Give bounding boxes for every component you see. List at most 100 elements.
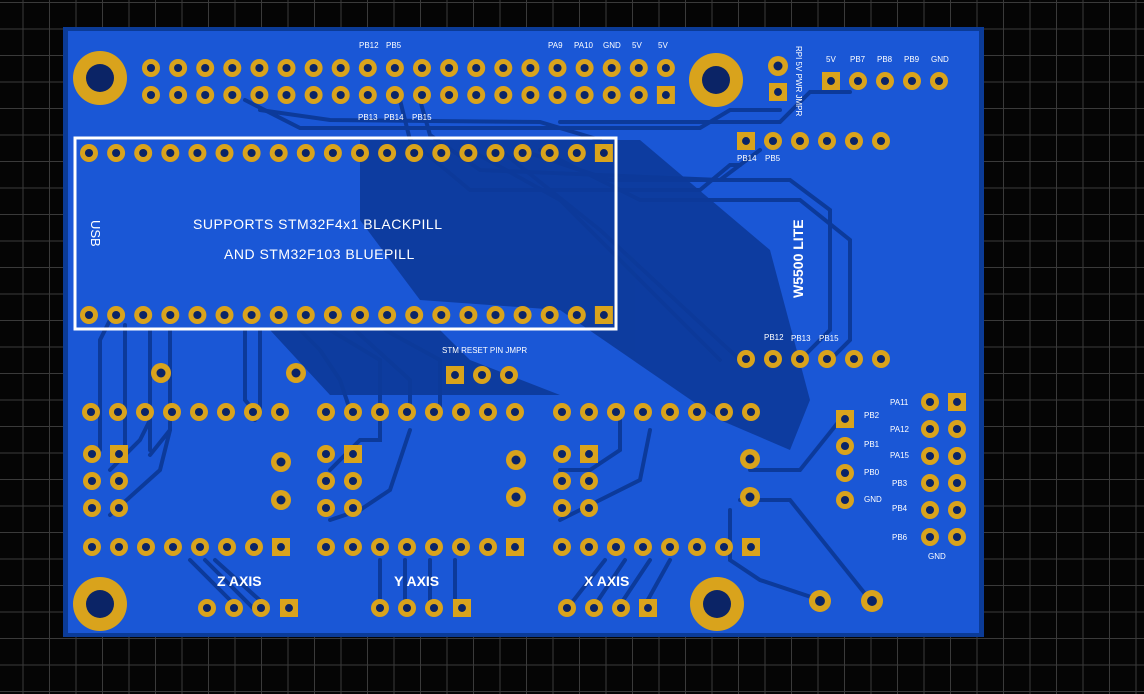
label-w5500-pb12: PB12	[764, 333, 784, 342]
pad-hole	[321, 449, 331, 459]
pad-hole	[282, 90, 291, 100]
pad-hole	[84, 148, 94, 158]
label-pb1: PB1	[864, 440, 880, 449]
pad-hole	[745, 492, 755, 502]
pad-hole	[87, 542, 97, 552]
label-w5500-pb14: PB14	[737, 154, 757, 163]
pad-hole	[692, 407, 702, 417]
label-pb15-top: PB15	[412, 113, 432, 122]
pad-hole	[220, 148, 229, 158]
pad-hole	[410, 148, 419, 158]
pad-hole	[745, 454, 755, 464]
pad-hole	[402, 407, 412, 417]
pad-hole	[363, 63, 372, 73]
pad-hole	[87, 503, 97, 513]
pad-hole	[510, 407, 520, 417]
pad-hole	[953, 398, 961, 406]
label-gnd-bottom: GND	[928, 552, 946, 561]
pad-hole	[876, 354, 886, 364]
pad-hole	[464, 148, 473, 158]
pad-hole	[437, 310, 446, 320]
pad-hole	[456, 542, 466, 552]
pad-hole	[402, 542, 412, 552]
pad-hole	[276, 457, 286, 467]
pad-hole	[934, 76, 944, 86]
pad-hole	[247, 148, 256, 158]
pad-hole	[849, 136, 859, 146]
pad-hole	[140, 407, 150, 417]
pad-hole	[616, 603, 626, 613]
pad-hole	[876, 136, 886, 146]
pad-hole	[499, 63, 508, 73]
pad-hole	[363, 90, 372, 100]
pad-hole	[201, 90, 210, 100]
pad-hole	[477, 370, 487, 380]
label-pb14-top: PB14	[384, 113, 404, 122]
pad-hole	[499, 90, 508, 100]
pad-hole	[348, 542, 358, 552]
label-rpi-jumper: RPI 5V PWR JMPR	[794, 46, 803, 116]
pad-hole	[375, 542, 385, 552]
pad-hole	[139, 148, 148, 158]
label-z-axis: Z AXIS	[217, 573, 262, 589]
pad-hole	[553, 90, 562, 100]
pad-hole	[229, 603, 239, 613]
pad-hole	[661, 91, 670, 99]
pad-hole	[355, 148, 365, 158]
label-gnd-top: GND	[603, 41, 621, 50]
pad-hole	[589, 603, 599, 613]
pad-hole	[644, 604, 652, 612]
pad-hole	[611, 542, 621, 552]
pad-hole	[221, 407, 231, 417]
pad-hole	[156, 368, 166, 378]
pad-hole	[301, 310, 310, 320]
pad-hole	[472, 63, 481, 73]
pad-hole	[429, 407, 439, 417]
silkscreen: PB12 PB5 PA9 PA10 GND 5V 5V PB13 PB14 PB…	[88, 41, 949, 589]
pad-hole	[445, 63, 454, 73]
pad-hole	[511, 492, 521, 502]
pad-hole	[795, 136, 805, 146]
pad-hole	[952, 505, 962, 515]
pad-hole	[952, 424, 962, 434]
pad-hole	[194, 407, 204, 417]
label-pa15: PA15	[890, 451, 910, 460]
pad-hole	[390, 63, 399, 73]
pad-hole	[276, 495, 286, 505]
pad-hole	[925, 397, 935, 407]
pad-hole	[417, 63, 427, 73]
mount-hole-br	[690, 577, 744, 631]
pad-hole	[661, 63, 670, 73]
label-gnd-col: GND	[864, 495, 882, 504]
pad-hole	[114, 476, 124, 486]
pad-hole	[328, 148, 337, 158]
label-pb5-top: PB5	[386, 41, 402, 50]
pad-hole	[853, 76, 863, 86]
label-w5500-pb5: PB5	[765, 154, 781, 163]
pad-hole	[301, 148, 310, 158]
pad-hole	[774, 88, 782, 96]
pad-hole	[719, 407, 729, 417]
pad-hole	[572, 310, 581, 320]
pad-hole	[383, 310, 392, 320]
pad-hole	[840, 495, 850, 505]
pads	[80, 56, 966, 617]
label-pa10: PA10	[574, 41, 594, 50]
label-pb3: PB3	[892, 479, 908, 488]
label-pa9: PA9	[548, 41, 563, 50]
label-pa11: PA11	[890, 398, 909, 407]
pad-hole	[202, 603, 212, 613]
pad-hole	[456, 407, 466, 417]
pad-hole	[634, 63, 643, 73]
pad-hole	[348, 503, 358, 513]
label-pb0: PB0	[864, 468, 880, 477]
pad-hole	[511, 455, 521, 465]
pad-hole	[141, 542, 151, 552]
pad-hole	[167, 407, 177, 417]
label-pb4: PB4	[892, 504, 908, 513]
pad-hole	[585, 450, 593, 458]
mount-hole-tl	[73, 51, 127, 105]
pad-hole	[692, 542, 702, 552]
pad-hole	[925, 478, 935, 488]
pad-hole	[599, 311, 608, 319]
